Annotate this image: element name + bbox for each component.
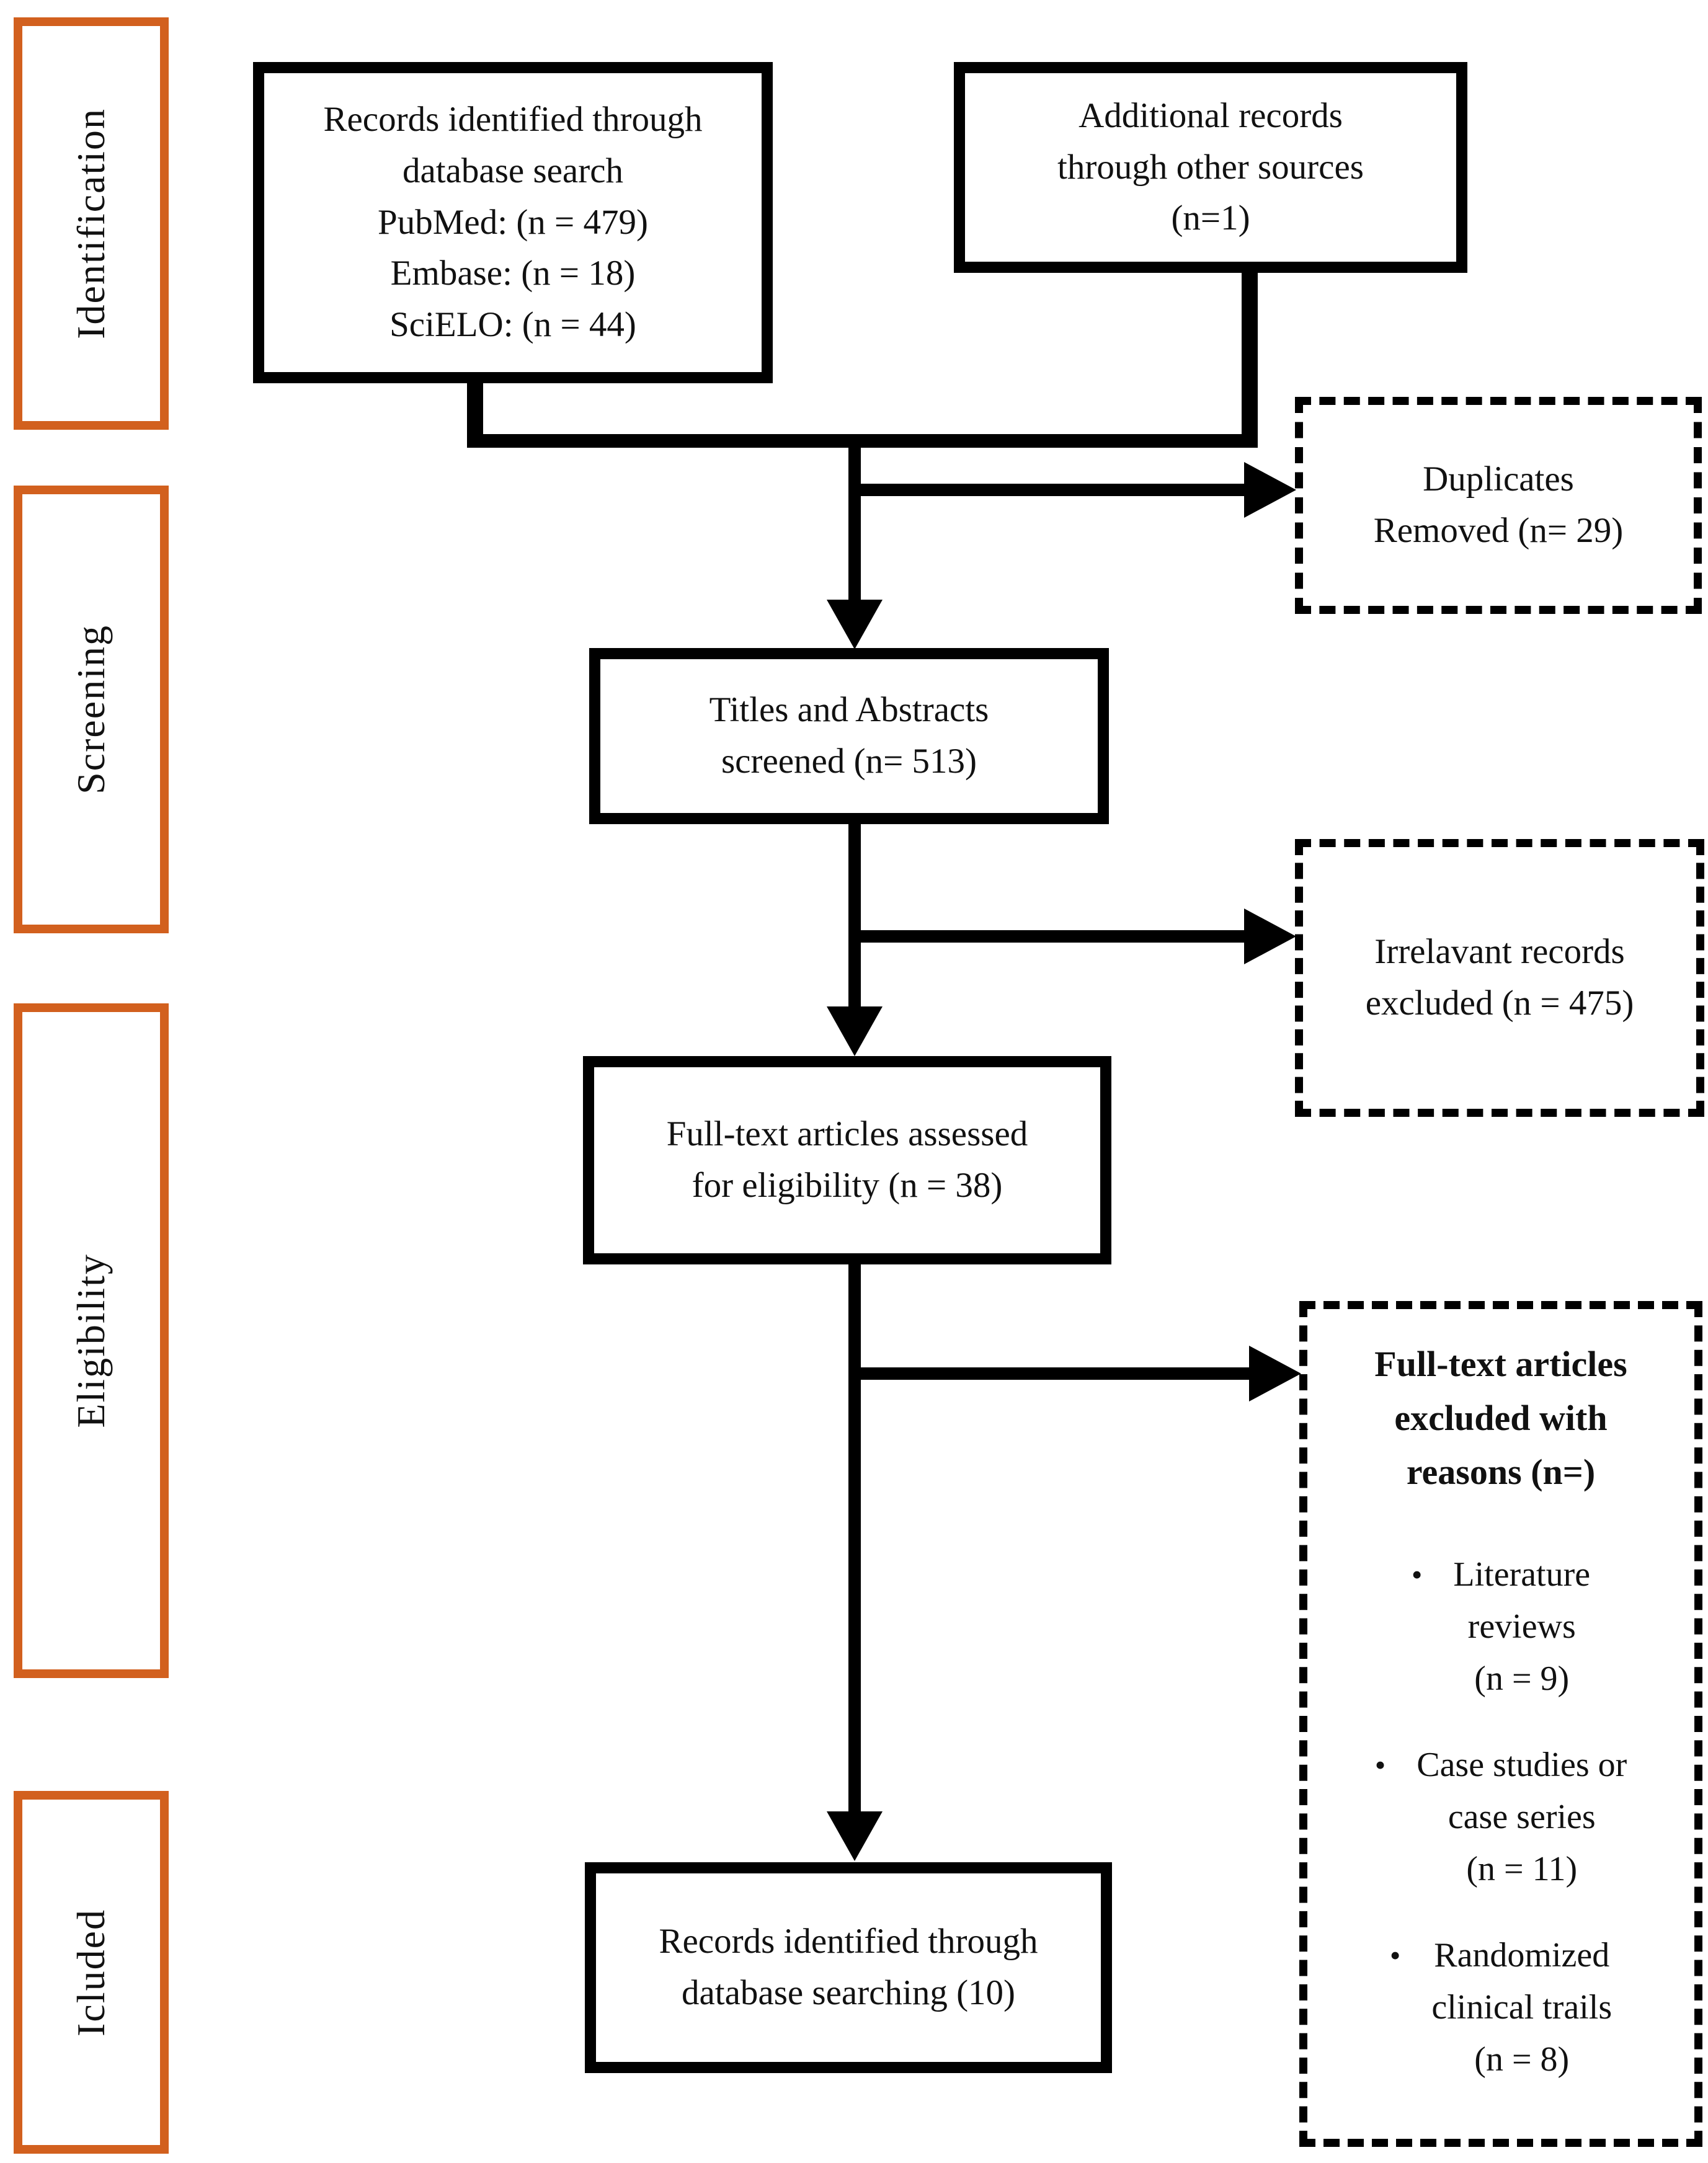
exclusion-reason-text: Case studies or case series (n = 11) [1417, 1746, 1627, 1888]
box-additional-records: Additional records through other sources… [954, 62, 1467, 273]
exclusion-reason-text: Randomized clinical trails (n = 8) [1431, 1936, 1612, 2079]
exclusion-reason-item: • Case studies or case series (n = 11) [1307, 1739, 1694, 1895]
stage-identification: Identification [14, 17, 169, 430]
connector-additional-down [1242, 272, 1258, 448]
box-titles-screened: Titles and Abstracts screened (n= 513) [589, 648, 1109, 824]
box-records-identified-text: Records identified through database sear… [323, 100, 703, 344]
bullet-icon: • [1411, 1557, 1423, 1592]
bullet-icon: • [1389, 1938, 1401, 1973]
exclusion-reason-item: • Randomized clinical trails (n = 8) [1307, 1929, 1694, 2085]
stage-included: Icluded [14, 1791, 169, 2154]
stage-label-screening: Screening [69, 624, 113, 794]
arrowhead-down-included [827, 1811, 883, 1861]
connector-to-duplicates [848, 484, 1245, 496]
box-records-identified: Records identified through database sear… [253, 62, 773, 383]
arrowhead-right-duplicates [1244, 462, 1296, 518]
box-titles-screened-text: Titles and Abstracts screened (n= 513) [709, 690, 989, 781]
connector-merge-horizontal [467, 434, 1258, 448]
box-fulltext-assessed: Full-text articles assessed for eligibil… [583, 1056, 1111, 1264]
exclusion-reason-text: Literature reviews (n = 9) [1453, 1555, 1591, 1698]
stage-label-identification: Identification [69, 108, 113, 339]
box-duplicates-removed-text: Duplicates Removed (n= 29) [1373, 460, 1624, 550]
box-duplicates-removed: Duplicates Removed (n= 29) [1295, 397, 1702, 614]
connector-to-screening [848, 434, 861, 605]
exclusion-reason-item: • Literature reviews (n = 9) [1307, 1548, 1694, 1705]
box-irrelevant-excluded: Irrelavant records excluded (n = 475) [1295, 839, 1704, 1117]
box-records-included-text: Records identified through database sear… [659, 1922, 1038, 2012]
stage-label-included: Icluded [69, 1908, 113, 2036]
stage-label-eligibility: Eligibility [69, 1253, 113, 1428]
stage-screening: Screening [14, 486, 169, 933]
connector-to-fulltext-excluded [848, 1367, 1250, 1380]
connector-to-irrelevant [848, 930, 1245, 943]
stage-eligibility: Eligibility [14, 1003, 169, 1678]
connector-to-included [848, 1263, 861, 1813]
box-additional-records-text: Additional records through other sources… [1057, 96, 1364, 238]
box-records-included: Records identified through database sear… [585, 1862, 1112, 2073]
box-irrelevant-excluded-text: Irrelavant records excluded (n = 475) [1365, 932, 1634, 1023]
arrowhead-down-screening [827, 600, 883, 649]
connector-to-eligibility [848, 822, 861, 1008]
fulltext-excluded-header: Full-text articles excluded with reasons… [1374, 1344, 1627, 1492]
box-fulltext-assessed-text: Full-text articles assessed for eligibil… [666, 1114, 1028, 1205]
arrowhead-right-irrelevant [1244, 908, 1296, 964]
bullet-icon: • [1374, 1748, 1386, 1782]
arrowhead-right-fulltext-excluded [1249, 1346, 1301, 1401]
box-fulltext-excluded: Full-text articles excluded with reasons… [1299, 1301, 1702, 2147]
arrowhead-down-eligibility [827, 1006, 883, 1056]
